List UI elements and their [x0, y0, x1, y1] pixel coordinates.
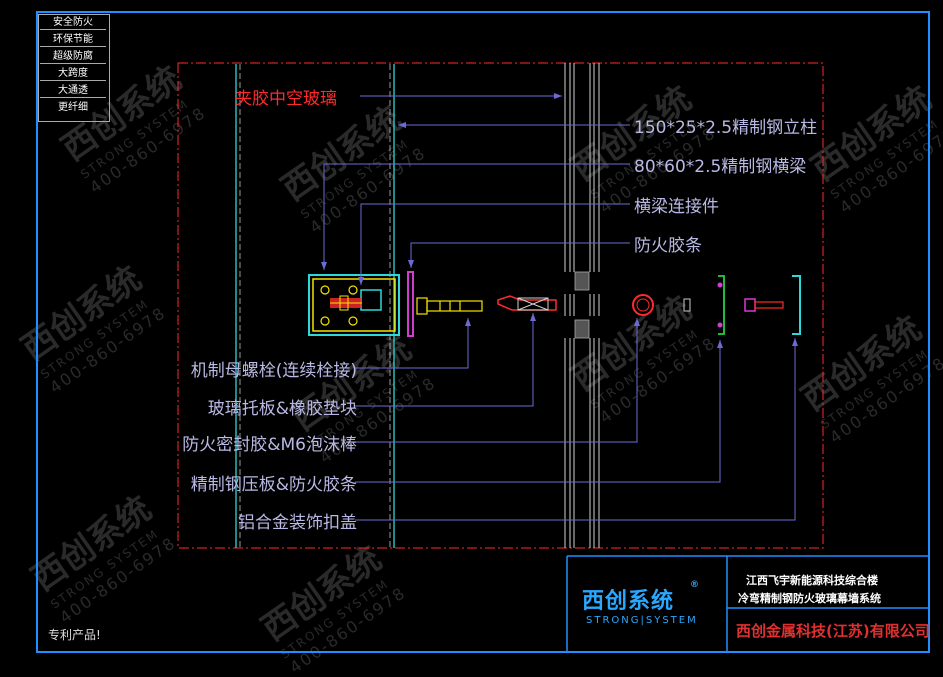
- company-name: 西创金属科技(江苏)有限公司: [736, 622, 930, 640]
- title-block: [566, 555, 929, 652]
- brand-reg: ®: [690, 580, 699, 590]
- label-transom: 80*60*2.5精制钢横梁: [634, 157, 807, 177]
- feature-item: 环保节能: [40, 33, 106, 47]
- leader-pressure: [355, 340, 721, 483]
- feature-item: 超级防腐: [40, 50, 106, 64]
- steel-mullion-section: [308, 274, 400, 336]
- label-fire-strip: 防火胶条: [634, 236, 702, 256]
- label-bolt: 机制母螺栓(连续栓接): [190, 361, 357, 381]
- label-connector: 横梁连接件: [634, 197, 719, 217]
- leader-support: [355, 313, 534, 407]
- cover-cap: [792, 275, 801, 335]
- label-glass: 夹胶中空玻璃: [235, 89, 337, 109]
- glass-panes: [564, 63, 600, 548]
- feature-item: 安全防火: [40, 16, 106, 30]
- features-box: [38, 14, 110, 122]
- brand-logo-cn: 西创系统: [582, 589, 675, 614]
- feature-item: 更纤细: [58, 102, 88, 113]
- bolt: [416, 297, 483, 315]
- leader-connector: [360, 203, 630, 285]
- foam-rod: [632, 294, 654, 316]
- patent-note: 专利产品!: [48, 628, 101, 642]
- leader-cap: [355, 338, 796, 521]
- leader-transom: [323, 163, 630, 270]
- label-cover-cap: 铝合金装饰扣盖: [238, 513, 357, 533]
- label-glass-support: 玻璃托板&橡胶垫块: [207, 399, 357, 419]
- rubber-gasket: [407, 271, 414, 337]
- leader-bolt: [355, 318, 469, 369]
- feature-item: 大通透: [40, 84, 106, 98]
- brand-logo-en: STRONG|SYSTEM: [586, 615, 698, 626]
- label-mullion: 150*25*2.5精制钢立柱: [634, 118, 818, 138]
- leader-sealant: [355, 318, 638, 443]
- label-fire-sealant: 防火密封胶&M6泡沫棒: [182, 435, 357, 455]
- screw: [744, 298, 784, 312]
- glass-support-plate: [497, 295, 557, 311]
- fire-strip-lower: [574, 319, 590, 339]
- feature-item: 大跨度: [40, 67, 106, 81]
- project-name: 江西飞宇新能源科技综合楼: [746, 574, 878, 587]
- detail-border: [177, 62, 824, 549]
- outer-frame: [36, 11, 930, 653]
- leader-fire-strip: [410, 242, 630, 268]
- system-name: 冷弯精制钢防火玻璃幕墙系统: [738, 592, 881, 605]
- fire-strip-upper: [574, 271, 590, 291]
- small-block: [683, 298, 691, 312]
- pressure-plate: [717, 275, 725, 335]
- label-pressure-plate: 精制钢压板&防火胶条: [190, 475, 357, 495]
